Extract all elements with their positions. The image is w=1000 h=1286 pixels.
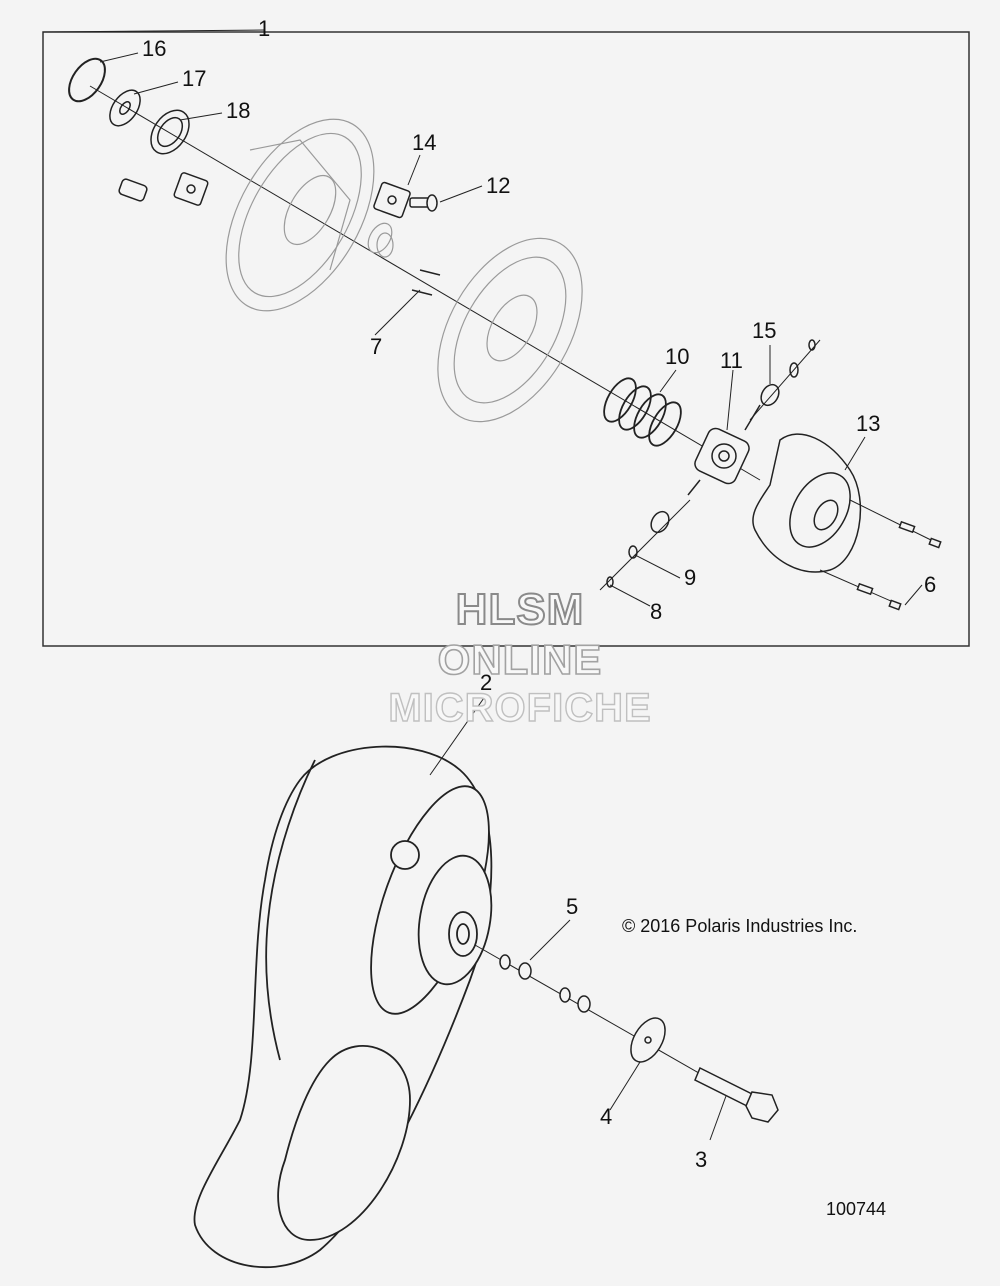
- lower-washers-part: [499, 954, 666, 1063]
- callout-3: 3: [695, 1147, 708, 1172]
- bolt-part: [409, 194, 438, 212]
- snap-ring-part: [68, 57, 106, 103]
- callout-12: 12: [486, 173, 511, 198]
- callout-5: 5: [566, 894, 579, 919]
- shim-part: [150, 109, 190, 155]
- callout-17: 17: [182, 66, 207, 91]
- callout-9: 9: [684, 565, 697, 590]
- roller-pin-part: [118, 172, 209, 206]
- screw-part: [819, 499, 942, 611]
- callout-16: 16: [142, 36, 167, 61]
- fixed-sheave-part: [437, 237, 583, 423]
- watermark-line-2: ONLINE: [437, 635, 603, 684]
- callout-15: 15: [752, 318, 777, 343]
- flange-bolt-part: [694, 1066, 779, 1123]
- callout-2: 2: [480, 670, 493, 695]
- leader-lines-bottom: [429, 694, 727, 1141]
- assembly-box: [42, 31, 970, 647]
- callout-14: 14: [412, 130, 437, 155]
- callout-8: 8: [650, 599, 663, 624]
- callout-11: 11: [720, 348, 743, 373]
- diagram-id: 100744: [826, 1199, 887, 1219]
- moveable-sheave-part: [225, 118, 375, 312]
- callout-7: 7: [370, 334, 383, 359]
- secondary-clutch-part: [193, 745, 493, 1269]
- callout-10: 10: [665, 344, 690, 369]
- copyright-notice: © 2016 Polaris Industries Inc.: [622, 916, 858, 936]
- assembly-axis: [89, 85, 761, 481]
- watermark-line-3: MICROFICHE: [388, 685, 652, 730]
- washer-part: [109, 89, 141, 127]
- watermark-line-1: HLSM: [455, 584, 585, 635]
- roller-part: [606, 339, 816, 588]
- callout-4: 4: [600, 1104, 613, 1129]
- spring-part: [603, 377, 682, 447]
- callout-1: 1: [258, 16, 271, 41]
- callout-13: 13: [856, 411, 881, 436]
- cover-part: [752, 433, 862, 573]
- hub-part: [687, 404, 761, 496]
- leader-lines-top: [42, 29, 923, 607]
- roller-block-part: [373, 181, 411, 219]
- callout-6: 6: [924, 572, 937, 597]
- pin-part: [411, 269, 441, 296]
- spider-part: [367, 222, 394, 258]
- callout-18: 18: [226, 98, 251, 123]
